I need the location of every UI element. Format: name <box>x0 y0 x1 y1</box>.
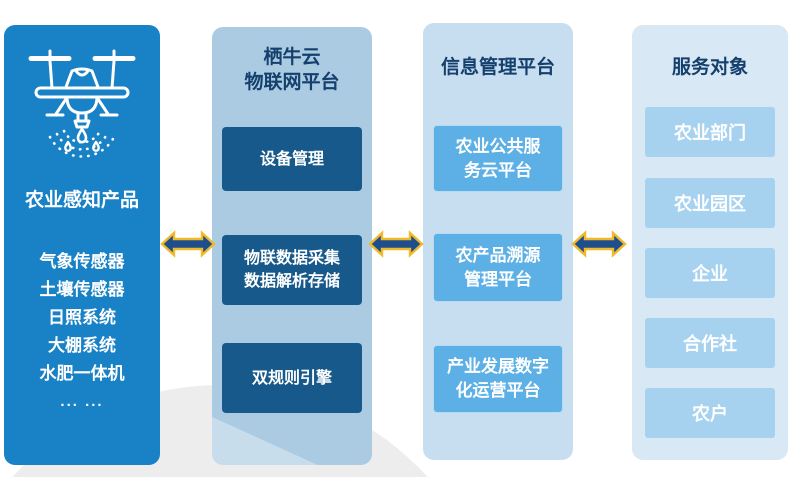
product-item: 气象传感器 <box>39 252 125 271</box>
product-item: 土壤传感器 <box>39 280 125 299</box>
product-item: 水肥一体机 <box>39 364 125 383</box>
product-item-ellipsis: ... ... <box>60 393 104 410</box>
column-info-platform-title: 信息管理平台 <box>440 57 555 78</box>
info-box-public-service-cloud: 农业公共服 务云平台 <box>433 125 563 192</box>
service-box-agriculture-department: 农业部门 <box>645 107 775 157</box>
double-headed-arrow-icon <box>368 230 424 258</box>
double-headed-arrow-icon <box>160 230 216 258</box>
iot-box-data-collection: 物联数据采集 数据解析存储 <box>222 235 362 305</box>
info-box-traceability-platform: 农产品溯源 管理平台 <box>433 233 563 302</box>
product-list: 气象传感器 土壤传感器 日照系统 大棚系统 水肥一体机 ... ... <box>4 248 160 416</box>
column-iot-platform-title: 栖牛云 物联网平台 <box>244 47 340 93</box>
column-sensing-products-title: 农业感知产品 <box>24 190 139 211</box>
service-box-cooperative: 合作社 <box>645 318 775 368</box>
service-box-enterprise: 企业 <box>645 248 775 298</box>
column-service-targets: 服务对象 农业部门 农业园区 企业 合作社 农户 <box>632 25 788 460</box>
double-headed-arrow-icon <box>571 230 627 258</box>
iot-box-rule-engine: 双规则引擎 <box>222 343 362 413</box>
iot-box-device-management: 设备管理 <box>222 127 362 191</box>
spray-drone-icon <box>22 43 142 163</box>
column-iot-platform: 栖牛云 物联网平台 设备管理 物联数据采集 数据解析存储 双规则引擎 <box>212 27 372 465</box>
product-item: 大棚系统 <box>48 336 116 355</box>
info-box-digital-operation-platform: 产业发展数字 化运营平台 <box>433 345 563 413</box>
column-sensing-products: 农业感知产品 气象传感器 土壤传感器 日照系统 大棚系统 水肥一体机 ... .… <box>4 25 160 465</box>
product-item: 日照系统 <box>48 308 116 327</box>
service-box-farmer: 农户 <box>645 388 775 438</box>
column-info-management-platform: 信息管理平台 农业公共服 务云平台 农产品溯源 管理平台 产业发展数字 化运营平… <box>423 23 573 460</box>
column-service-targets-title: 服务对象 <box>671 57 748 78</box>
service-box-agriculture-park: 农业园区 <box>645 178 775 228</box>
